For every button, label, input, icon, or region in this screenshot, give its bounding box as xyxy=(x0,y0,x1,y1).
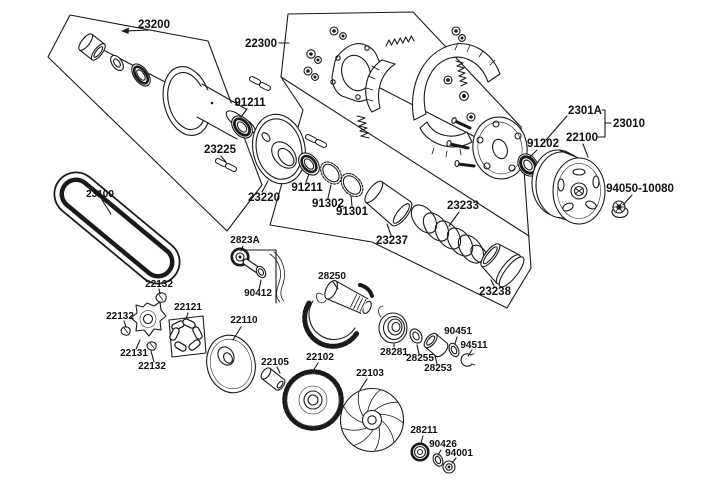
bolt-pair-23225-drawing xyxy=(215,158,237,172)
part-label-22100: 22100 xyxy=(566,132,598,144)
part-label-23238: 23238 xyxy=(479,286,512,298)
washer-28255-drawing xyxy=(409,328,423,344)
part-label-22121: 22121 xyxy=(174,302,202,313)
washer-90451-drawing xyxy=(448,342,460,358)
part-label-22110: 22110 xyxy=(230,315,258,326)
clutch-shoe-lower-drawing xyxy=(419,121,473,158)
part-label-90451: 90451 xyxy=(444,326,472,337)
part-label-23200: 23200 xyxy=(138,19,170,31)
part-labels: 23200 22300 91211 23225 23220 91211 9130… xyxy=(86,19,674,459)
part-label-28255: 28255 xyxy=(406,353,434,364)
part-label-90426: 90426 xyxy=(429,439,457,450)
bolt-pair-upper-drawing xyxy=(249,76,271,91)
part-label-23233: 23233 xyxy=(447,200,479,212)
slide-piece-22132-c-drawing xyxy=(146,341,157,351)
clutch-sleeve-23237-drawing xyxy=(364,180,413,227)
part-label-22132-b: 22132 xyxy=(106,311,134,322)
part-label-22102: 22102 xyxy=(306,352,334,363)
clutch-springs-drawing xyxy=(356,35,468,139)
fence-group-23200 xyxy=(47,14,263,232)
spring-seat-cup-23238-drawing xyxy=(480,243,525,288)
part-label-22103: 22103 xyxy=(356,368,384,379)
part-label-22132-a: 22132 xyxy=(145,279,173,290)
drive-belt-drawing xyxy=(53,171,181,285)
fan-22103-drawing xyxy=(339,387,405,453)
clutch-spring-23233-drawing xyxy=(410,204,488,264)
part-label-94050-10080: 94050-10080 xyxy=(606,183,674,195)
clutch-hardware-nuts-drawing xyxy=(303,26,476,122)
slide-piece-22132-a-drawing xyxy=(155,292,167,303)
leader-lines xyxy=(101,27,633,464)
washer-90426-drawing xyxy=(432,453,444,467)
part-label-91302: 91302 xyxy=(312,198,344,210)
part-label-23225: 23225 xyxy=(204,144,237,156)
clutch-shoe-right-drawing xyxy=(411,42,501,121)
part-label-94511: 94511 xyxy=(460,340,488,351)
lock-nut-94050-drawing xyxy=(611,200,629,219)
movable-driven-face-23220-drawing xyxy=(251,113,307,185)
bearing-91211-b-drawing xyxy=(298,152,320,176)
part-label-91202: 91202 xyxy=(527,138,559,150)
clutch-shoe-left-drawing xyxy=(365,59,396,113)
clutch-drive-plate-drawing xyxy=(446,116,528,180)
part-label-28250: 28250 xyxy=(318,271,346,282)
drive-face-22110-drawing xyxy=(206,334,256,394)
spiral-spring-28281-drawing xyxy=(378,305,408,344)
snap-ring-91302-drawing xyxy=(320,161,342,185)
ramp-plate-22131-drawing xyxy=(130,301,167,337)
part-label-22300: 22300 xyxy=(245,38,277,50)
slide-piece-22132-b-drawing xyxy=(120,326,131,336)
spacer-22105-drawing xyxy=(260,367,286,391)
oil-seal-91211-a-drawing xyxy=(231,115,253,139)
roller-28253-drawing xyxy=(423,332,449,358)
part-label-28211: 28211 xyxy=(410,425,438,436)
part-label-22131: 22131 xyxy=(120,348,148,359)
part-label-28253: 28253 xyxy=(424,363,452,374)
part-label-91211-b: 91211 xyxy=(291,182,323,194)
circlip-94511-drawing xyxy=(460,353,476,367)
part-label-28281: 28281 xyxy=(380,347,408,358)
washer-drawing-a xyxy=(110,54,124,72)
washer-90412-drawing xyxy=(255,265,267,279)
part-label-23237: 23237 xyxy=(376,235,408,247)
pump-drive-gear-2823A-drawing xyxy=(230,247,263,275)
pump-chain-drawing xyxy=(269,251,285,303)
part-label-94001: 94001 xyxy=(445,448,473,459)
nut-94001-drawing xyxy=(442,460,456,474)
part-label-23100: 23100 xyxy=(86,189,114,200)
part-label-22105: 22105 xyxy=(261,357,289,368)
drive-gear-22102-drawing xyxy=(282,369,344,431)
bearing-drawing-a xyxy=(131,63,151,87)
clutch-outer-drum-22100-drawing xyxy=(531,149,606,225)
part-label-90412: 90412 xyxy=(244,288,272,299)
roller-set-22121-drawing xyxy=(168,315,207,358)
impeller-28211-drawing xyxy=(410,442,430,462)
snap-ring-91301-drawing xyxy=(340,172,364,198)
part-label-2301A: 2301A xyxy=(568,105,602,117)
part-label-23220: 23220 xyxy=(248,192,280,204)
part-label-23010: 23010 xyxy=(613,118,645,130)
part-label-91211-a: 91211 xyxy=(234,97,266,109)
part-label-2823A: 2823A xyxy=(230,235,259,246)
fence-group-22300 xyxy=(269,11,532,309)
kick-spindle-28250-drawing xyxy=(302,279,374,349)
spring-pin-pair-drawing xyxy=(305,134,327,148)
collar-bushing-drawing xyxy=(78,33,106,61)
part-label-22132-c: 22132 xyxy=(138,361,166,372)
part-label-91301: 91301 xyxy=(336,206,369,218)
